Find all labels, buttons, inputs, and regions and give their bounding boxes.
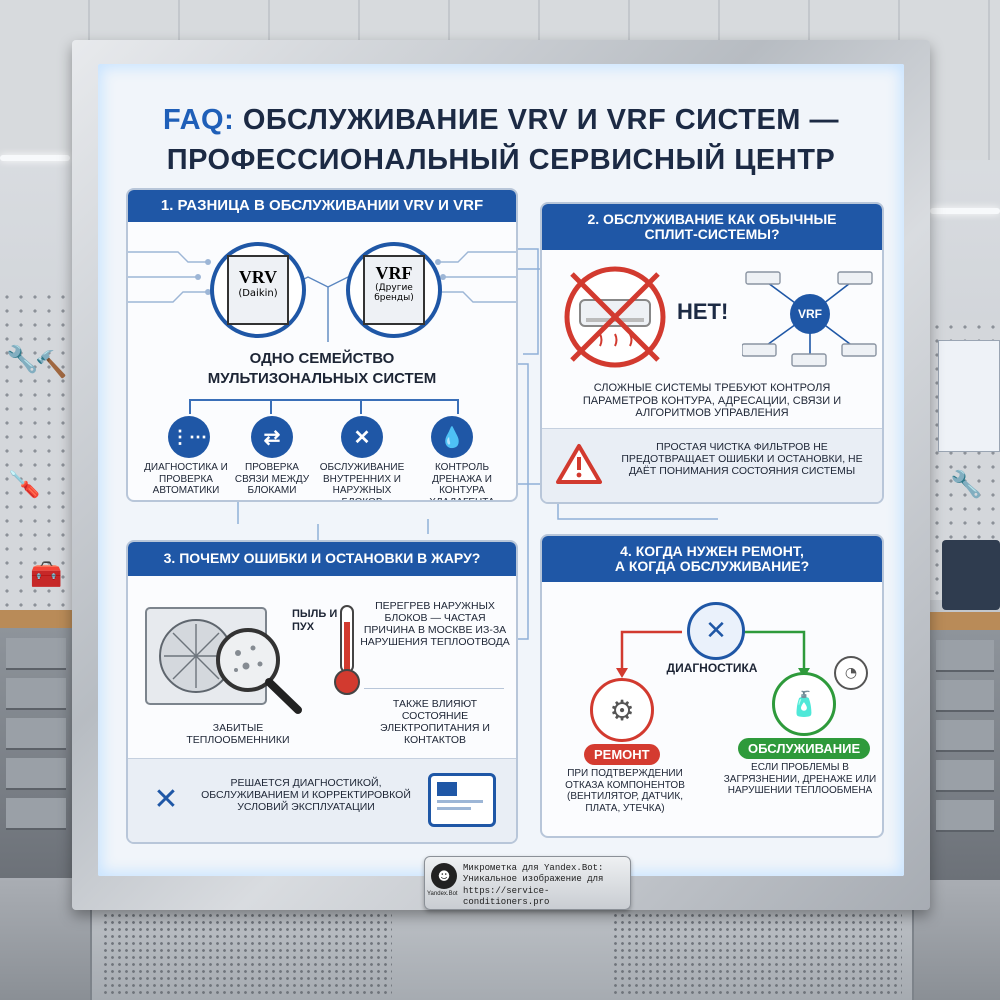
pegboard-left xyxy=(0,290,72,610)
item-connection-check: ПРОВЕРКА СВЯЗИ МЕЖДУ БЛОКАМИ xyxy=(234,462,310,496)
gauge-tool-icon: 🧰 xyxy=(30,560,63,590)
panel3-header: 3. ПОЧЕМУ ОШИБКИ И ОСТАНОВКИ В ЖАРУ? xyxy=(128,542,516,576)
tool-cabinet-right xyxy=(930,630,1000,880)
plate-line2: Уникальное изображение для xyxy=(463,874,604,885)
vrf-label: VRF xyxy=(375,263,413,283)
wrench-icon: 🔧 xyxy=(6,345,39,375)
tool-cabinet-left xyxy=(0,628,72,878)
vrf-network-diagram xyxy=(742,271,877,367)
ceiling-light xyxy=(0,155,70,161)
wall-poster xyxy=(938,340,1000,452)
panel2-header-line2: СПЛИТ-СИСТЕМЫ? xyxy=(644,226,780,242)
vrf-sub: (Другие бренды) xyxy=(374,283,414,303)
service-text: ЕСЛИ ПРОБЛЕМЫ В ЗАГРЯЗНЕНИИ, ДРЕНАЖЕ ИЛИ… xyxy=(723,762,877,796)
exchange-arrows-icon: ⇄ xyxy=(251,416,293,458)
vrf-hub-label: VRF xyxy=(798,307,822,321)
panel1-header: 1. РАЗНИЦА В ОБСЛУЖИВАНИИ VRV И VRF xyxy=(128,190,516,222)
solution-text: РЕШАЕТСЯ ДИАГНОСТИКОЙ, ОБСЛУЖИВАНИЕМ И К… xyxy=(201,777,411,814)
bot-icon: ☻ xyxy=(431,863,457,889)
diag-label: ДИАГНОСТИКА xyxy=(666,661,758,675)
warning-icon xyxy=(556,444,602,484)
panel-errors-in-heat: 3. ПОЧЕМУ ОШИБКИ И ОСТАНОВКИ В ЖАРУ? ПЫЛ… xyxy=(126,540,518,844)
flow-arrows xyxy=(616,630,810,678)
title-line1: ОБСЛУЖИВАНИЕ VRV И VRF СИСТЕМ — xyxy=(242,104,840,136)
panel2-header-line1: 2. ОБСЛУЖИВАНИЕ КАК ОБЫЧНЫЕ xyxy=(587,210,837,227)
dust-label: ПЫЛЬ И ПУХ xyxy=(292,608,338,633)
overheat-text: ПЕРЕГРЕВ НАРУЖНЫХ БЛОКОВ — ЧАСТАЯ ПРИЧИН… xyxy=(360,600,510,649)
vrv-badge: VRV (Daikin) xyxy=(210,242,306,338)
clogged-label: ЗАБИТЫЕ ТЕПЛООБМЕННИКИ xyxy=(186,722,290,747)
workbench-right xyxy=(930,612,1000,630)
panel4-header-line2: А КОГДА ОБСЛУЖИВАНИЕ? xyxy=(614,558,810,574)
complex-systems-text: СЛОЖНЫЕ СИСТЕМЫ ТРЕБУЮТ КОНТРОЛЯ ПАРАМЕТ… xyxy=(582,382,842,420)
item-drainage-control: КОНТРОЛЬ ДРЕНАЖА И КОНТУРА ХЛАДАГЕНТА xyxy=(429,462,495,502)
panel-split-systems: 2. ОБСЛУЖИВАНИЕ КАК ОБЫЧНЫЕ СПЛИТ-СИСТЕМ… xyxy=(540,202,884,504)
microlabel-plate: ☻ Yandex.Bot Микрометка для Yandex.Bot: … xyxy=(424,856,631,910)
monitor xyxy=(942,540,1000,610)
faq-prefix: FAQ: xyxy=(162,104,235,136)
panel2-header: 2. ОБСЛУЖИВАНИЕ КАК ОБЫЧНЫЕ СПЛИТ-СИСТЕМ… xyxy=(542,204,882,250)
gear-repair-icon: ⚙ xyxy=(590,678,654,742)
warning-box: ПРОСТАЯ ЧИСТКА ФИЛЬТРОВ НЕ ПРЕДОТВРАЩАЕТ… xyxy=(542,428,882,502)
thermometer-icon xyxy=(334,605,360,695)
workbench-left xyxy=(0,610,72,628)
panel4-header: 4. КОГДА НУЖЕН РЕМОНТ, А КОГДА ОБСЛУЖИВА… xyxy=(542,536,882,582)
diagnostics-tools-icon: ✕ xyxy=(687,602,745,660)
panel4-header-line1: 4. КОГДА НУЖЕН РЕМОНТ, xyxy=(620,542,804,559)
wrench-screwdriver-icon: ✕ xyxy=(153,781,179,817)
divider xyxy=(364,688,504,689)
family-line1: ОДНО СЕМЕЙСТВО xyxy=(249,350,395,367)
drop-icon: 💧 xyxy=(431,416,473,458)
outdoor-unit-illustration xyxy=(145,607,302,714)
tools-icon: ✕ xyxy=(341,416,383,458)
pressure-gauge-icon: ◔ xyxy=(834,656,868,690)
family-line2: МУЛЬТИЗОНАЛЬНЫХ СИСТЕМ xyxy=(207,370,437,387)
faq-board: FAQ: ОБСЛУЖИВАНИЕ VRV И VRF СИСТЕМ — ПРО… xyxy=(98,64,904,876)
circuit-decoration xyxy=(128,251,516,342)
title-line2: ПРОФЕССИОНАЛЬНЫЙ СЕРВИСНЫЙ ЦЕНТР xyxy=(166,144,836,176)
panel-vrv-vrf-difference: 1. РАЗНИЦА В ОБСЛУЖИВАНИИ VRV И VRF VRV … xyxy=(126,188,518,502)
no-label: НЕТ! xyxy=(677,299,729,324)
branch-arrows xyxy=(189,399,459,414)
tablet-icon xyxy=(428,773,496,827)
hammer-icon: 🔨 xyxy=(35,350,68,380)
vrv-label: VRV xyxy=(238,267,278,287)
crossed-split-unit-icon xyxy=(564,266,666,368)
solution-box: ✕ РЕШАЕТСЯ ДИАГНОСТИКОЙ, ОБСЛУЖИВАНИЕМ И… xyxy=(128,758,516,842)
warning-text: ПРОСТАЯ ЧИСТКА ФИЛЬТРОВ НЕ ПРЕДОТВРАЩАЕТ… xyxy=(621,441,863,478)
item-diagnostics: ДИАГНОСТИКА И ПРОВЕРКА АВТОМАТИКИ xyxy=(144,462,228,496)
screwdriver-icon: 🪛 xyxy=(8,470,41,500)
item-units-service: ОБСЛУЖИВАНИЕ ВНУТРЕННИХ И НАРУЖНЫХ БЛОКО… xyxy=(319,462,405,502)
wrench-icon: 🔧 xyxy=(950,470,983,500)
plate-line3: https://service-conditioners.pro xyxy=(463,885,550,907)
diagnostics-icon: ⋮⋯ xyxy=(168,416,210,458)
cleaning-spray-icon: 🧴 xyxy=(772,672,836,736)
repair-text: ПРИ ПОДТВЕРЖДЕНИИ ОТКАЗА КОМПОНЕНТОВ (ВЕ… xyxy=(565,768,685,814)
plate-brand: Yandex.Bot xyxy=(427,891,458,897)
panel-repair-vs-service: 4. КОГДА НУЖЕН РЕМОНТ, А КОГДА ОБСЛУЖИВА… xyxy=(540,534,884,838)
page-title: FAQ: ОБСЛУЖИВАНИЕ VRV И VRF СИСТЕМ — xyxy=(98,104,904,137)
vrf-badge: VRF (Другие бренды) xyxy=(346,242,442,338)
service-tag: ОБСЛУЖИВАНИЕ xyxy=(738,738,871,759)
plate-line1: Микрометка для Yandex.Bot: xyxy=(463,863,604,873)
vrv-sub: (Daikin) xyxy=(238,288,278,299)
repair-tag: РЕМОНТ xyxy=(584,744,660,765)
power-text: ТАКЖЕ ВЛИЯЮТ СОСТОЯНИЕ ЭЛЕКТРОПИТАНИЯ И … xyxy=(380,698,490,747)
ceiling-light xyxy=(930,208,1000,214)
